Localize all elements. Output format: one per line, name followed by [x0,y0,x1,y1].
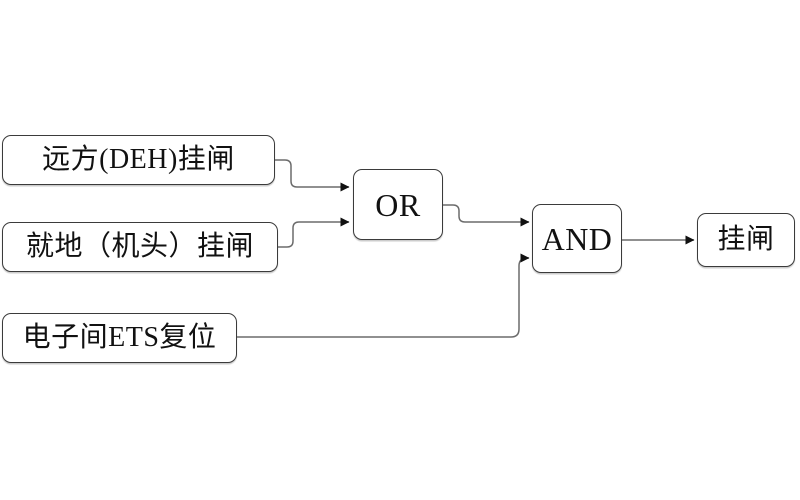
node-remote-deh-latch-label: 远方(DEH)挂闸 [42,144,235,175]
node-local-head-latch-label: 就地（机头）挂闸 [25,231,254,262]
edge-remote-to-or [275,159,350,192]
gate-or-label: OR [375,186,421,223]
gate-and: AND [532,204,622,273]
node-ets-reset-label: 电子间ETS复位 [22,322,217,353]
edge-local-to-or [278,217,350,248]
node-ets-reset: 电子间ETS复位 [2,313,237,363]
gate-or: OR [353,169,443,240]
node-remote-deh-latch: 远方(DEH)挂闸 [2,135,275,185]
gate-and-label: AND [541,220,613,257]
node-output-latch-label: 挂闸 [717,224,775,255]
node-local-head-latch: 就地（机头）挂闸 [2,222,278,272]
edge-or-to-and [443,204,530,227]
edge-ets-to-and [237,253,530,338]
node-output-latch: 挂闸 [697,213,795,267]
